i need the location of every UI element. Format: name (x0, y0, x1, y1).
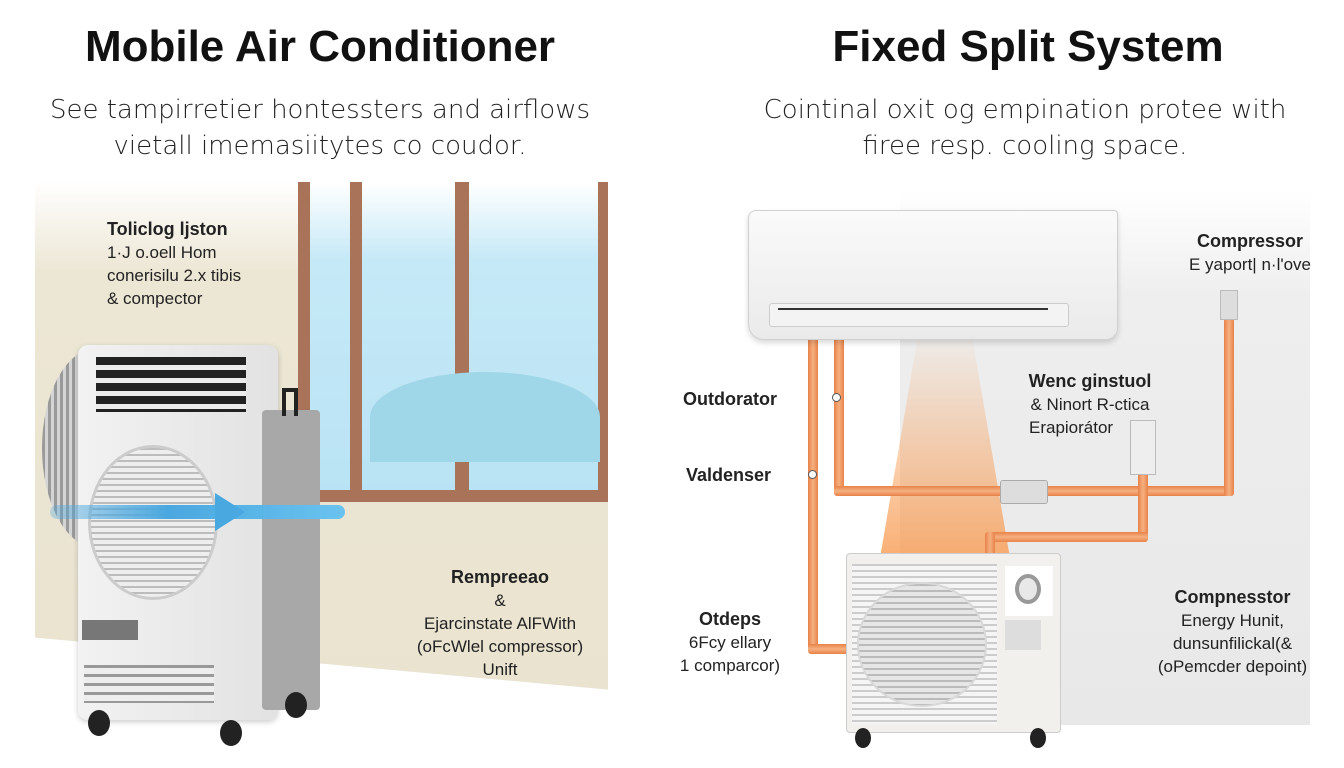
label-line: Unift (482, 660, 518, 679)
pipe-connector (1000, 480, 1048, 504)
refrigerant-pipe (808, 644, 853, 654)
label-line: dunsunfilickal(& (1172, 634, 1293, 653)
label-heading: Toliclog ljston (107, 219, 228, 239)
label-middle: Wenc ginstuol & Ninort R-ctica Erapiorát… (1005, 370, 1175, 439)
label-heading: Valdenser (686, 465, 772, 485)
wheel-icon (220, 720, 242, 746)
label-line: E yaport| n·l'ove (1189, 255, 1311, 274)
right-subtitle-line2: firee resp. cooling space. (862, 131, 1188, 161)
wheel-icon (855, 728, 871, 748)
indoor-unit (748, 210, 1118, 340)
label-top-left: Toliclog ljston 1·J o.oell Hom conerisil… (107, 218, 241, 310)
sensor-dot-icon (832, 393, 841, 402)
airflow-arrow-icon (50, 505, 345, 519)
label-heading: Rempreeao (450, 567, 550, 587)
sensor-dot-icon (808, 470, 817, 479)
label-line: & (494, 591, 506, 610)
label-line: & Ninort R-ctica (1030, 395, 1150, 414)
label-line: Energy Hunit, (1181, 611, 1284, 630)
wheel-icon (1030, 728, 1046, 748)
refrigerant-pipe (985, 532, 1148, 542)
label-valdenser: Valdenser (686, 464, 771, 487)
window (298, 182, 608, 502)
label-line: Ejarcinstate AlFWith (423, 614, 577, 633)
label-compressor-bottom: Compnesstor Energy Hunit, dunsunfilickal… (1130, 586, 1335, 678)
control-panel (82, 620, 138, 640)
wheel-icon (88, 710, 110, 736)
label-line: & compector (107, 289, 203, 308)
label-otdeps: Otdeps 6Fcy ellary 1 comparcor) (660, 608, 800, 677)
label-heading: Otdeps (698, 609, 761, 629)
label-heading: Wenc ginstuol (1028, 371, 1152, 391)
left-title: Mobile Air Conditioner (84, 22, 556, 71)
portable-ac-unit (78, 345, 278, 720)
label-line: 1·J o.oell Hom (107, 243, 217, 262)
wheel-icon (285, 692, 307, 718)
label-line: 6Fcy ellary (688, 633, 772, 652)
label-heading: Compnesstor (1174, 587, 1291, 607)
label-bottom-left: Rempreeao & Ejarcinstate AlFWith (oFcWle… (385, 566, 615, 681)
refrigerant-pipe (808, 335, 818, 653)
refrigerant-pipe (985, 532, 995, 557)
right-title: Fixed Split System (832, 22, 1224, 71)
outdoor-unit (846, 553, 1061, 733)
left-subtitle-line1: See tampirretier hontessters and airflow… (49, 95, 591, 125)
left-subtitle: See tampirretier hontessters and airflow… (20, 92, 620, 164)
label-heading: Compressor (1196, 231, 1304, 251)
right-subtitle-line1: Cointinal oxit og empination protee with (763, 95, 1287, 125)
label-line: 1 comparcor) (679, 656, 781, 675)
label-compressor-top: Compressor E yaport| n·l'ove (1160, 230, 1340, 276)
label-line: (oFcWlel compressor) (416, 637, 584, 656)
refrigerant-pipe (1138, 470, 1148, 540)
valve-box (1130, 420, 1156, 475)
valve-box (1220, 290, 1238, 320)
right-subtitle: Cointinal oxit og empination protee with… (720, 92, 1330, 164)
label-heading: Outdorator (683, 389, 777, 409)
top-vent-icon (96, 357, 246, 412)
control-panel (1005, 620, 1041, 650)
label-line: (oPemcder depoint) (1157, 657, 1308, 676)
label-line: Erapiorátor (1029, 418, 1114, 437)
air-vent (769, 303, 1069, 327)
label-outdorator: Outdorator (683, 388, 777, 411)
outdoor-fan-icon (852, 564, 997, 724)
gauge-icon (1005, 566, 1053, 616)
label-line: conerisilu 2.x tibis (107, 266, 242, 285)
refrigerant-pipe (1224, 318, 1234, 496)
portable-ac-side (262, 410, 320, 710)
fan-grille-icon (88, 445, 218, 600)
refrigerant-pipe (834, 335, 844, 495)
left-subtitle-line2: vietall imemasiitytes co coudor. (113, 131, 527, 161)
